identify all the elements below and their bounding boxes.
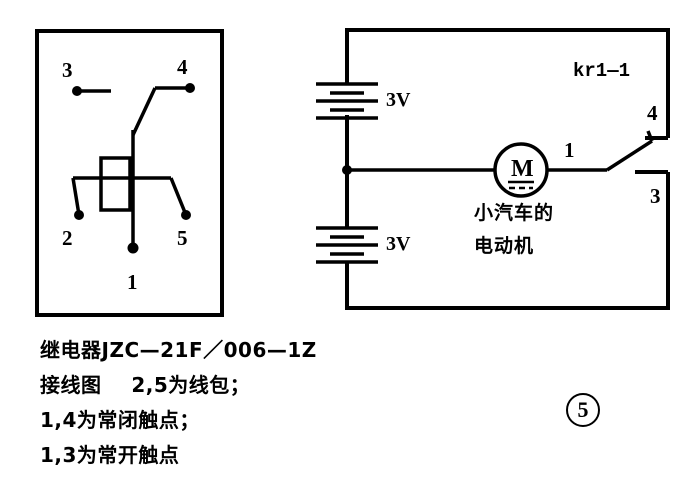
relay-panel-border	[35, 29, 224, 317]
motor-symbol-letter: M	[511, 156, 534, 182]
terminal-4-dot	[185, 83, 195, 93]
terminal-5-lead	[169, 177, 188, 216]
relay-terminal-5-label: 5	[177, 226, 188, 250]
contact-no-3-label: 3	[650, 184, 661, 208]
battery-top-symbol	[316, 82, 378, 120]
battery-bottom-symbol	[316, 226, 378, 264]
caption-line-2: 接线图 2,5为线包；	[40, 373, 251, 397]
terminal-2-lead	[71, 177, 81, 216]
caption-line-4: 1,3为常开触点	[40, 443, 180, 467]
contact-blade	[606, 139, 653, 172]
terminal-3-dot	[72, 86, 82, 96]
relay-terminal-1-label: 1	[127, 270, 138, 294]
terminal-5-dot	[181, 210, 191, 220]
motor-caption-line-1: 小汽车的	[474, 202, 555, 224]
figure-number-badge: 5	[566, 393, 600, 427]
relay-terminal-4-label: 4	[177, 55, 188, 79]
figure-number-text: 5	[577, 397, 589, 422]
caption-line-1: 继电器JZC—21F／006—1Z	[40, 338, 317, 362]
relay-contact-tag-label: kr1—1	[573, 60, 631, 82]
contact-pole-1-label: 1	[564, 138, 575, 162]
terminal-1-dot	[127, 242, 139, 254]
contact-nc-4-label: 4	[647, 101, 658, 125]
battery-bottom-voltage-label: 3V	[386, 233, 411, 255]
relay-terminal-3-label: 3	[62, 58, 73, 82]
relay-coil-body	[99, 156, 132, 212]
terminal-2-dot	[74, 210, 84, 220]
battery-top-voltage-label: 3V	[386, 89, 411, 111]
motor-caption-line-2: 电动机	[474, 235, 535, 257]
relay-panel-group	[35, 29, 224, 317]
relay-terminal-2-label: 2	[62, 226, 73, 250]
armature-leaf	[131, 87, 157, 136]
caption-line-3: 1,4为常闭触点；	[40, 408, 200, 432]
circuit-group	[316, 28, 670, 310]
